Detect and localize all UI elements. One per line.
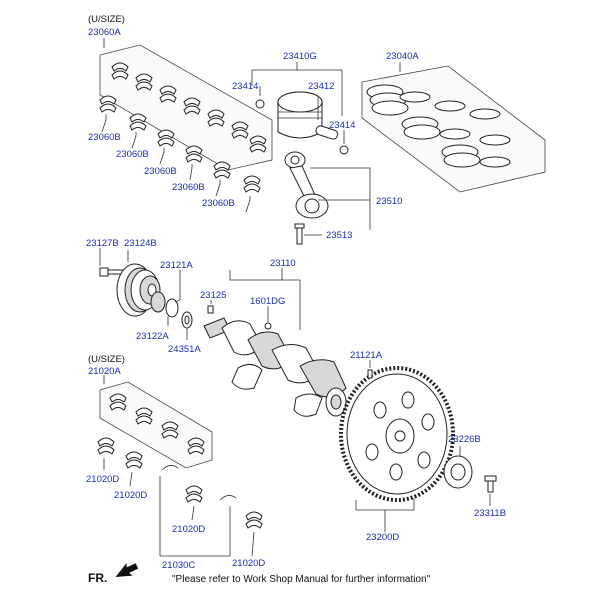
bolt-23311B — [484, 475, 497, 506]
label-24351A[interactable]: 24351A — [168, 344, 201, 355]
main-bearing-set-21020 — [97, 375, 263, 557]
bearing-tray-21020A — [99, 381, 213, 469]
snap-ring-23414-left — [255, 99, 265, 109]
label-23040A[interactable]: 23040A — [386, 51, 419, 62]
crankshaft-23110 — [203, 268, 347, 417]
label-21020D-3[interactable]: 21020D — [172, 524, 205, 535]
connecting-rod-23510 — [284, 151, 371, 245]
label-21030C[interactable]: 21030C — [162, 560, 195, 571]
label-23127B[interactable]: 23127B — [86, 238, 119, 249]
label-23060B-5[interactable]: 23060B — [202, 198, 235, 209]
label-23110[interactable]: 23110 — [270, 258, 296, 269]
front-arrow-icon — [115, 562, 139, 577]
label-23121A[interactable]: 23121A — [160, 260, 193, 271]
label-23510[interactable]: 23510 — [376, 196, 402, 207]
label-23125[interactable]: 23125 — [200, 290, 226, 301]
piston-ring-set-23040A — [361, 62, 546, 193]
label-23226B[interactable]: 23226B — [448, 434, 481, 445]
piston-assembly — [251, 62, 349, 155]
upper-bearing-set-23060 — [99, 38, 273, 213]
front-indicator-label: FR. — [88, 571, 107, 585]
rod-bolt-23513 — [294, 223, 305, 245]
label-21020D-4[interactable]: 21020D — [232, 558, 265, 569]
label-1601DG[interactable]: 1601DG — [250, 296, 285, 307]
label-23414-a[interactable]: 23414 — [232, 81, 258, 92]
crank-sprocket-23121A — [150, 291, 166, 313]
label-23122A[interactable]: 23122A — [136, 331, 169, 342]
label-21020D-2[interactable]: 21020D — [114, 490, 147, 501]
label-23124B[interactable]: 23124B — [124, 238, 157, 249]
bearing-shells-23060B — [99, 95, 261, 193]
bearing-shells-row1 — [111, 62, 267, 153]
label-21121A[interactable]: 21121A — [350, 350, 383, 361]
label-23060B-1[interactable]: 23060B — [88, 132, 121, 143]
snap-ring-23414-right — [339, 145, 349, 155]
label-21020D-1[interactable]: 21020D — [86, 474, 119, 485]
label-23513[interactable]: 23513 — [326, 230, 352, 241]
bolt-21121A — [367, 369, 373, 379]
seal-23122A — [165, 298, 179, 318]
pulley-damper-group — [99, 248, 193, 340]
label-23412[interactable]: 23412 — [308, 81, 334, 92]
label-23311B[interactable]: 23311B — [474, 508, 506, 519]
label-usize-top: (U/SIZE) — [88, 14, 125, 25]
piston-pin-23412 — [315, 125, 339, 140]
label-21020A[interactable]: 21020A — [88, 366, 121, 377]
label-23060A[interactable]: 23060A — [88, 27, 121, 38]
label-23200D[interactable]: 23200D — [366, 532, 399, 543]
thrust-washer-21030C-b — [219, 495, 237, 501]
drive-plate-23200D — [339, 360, 455, 532]
label-23060B-2[interactable]: 23060B — [116, 149, 149, 160]
label-23060B-4[interactable]: 23060B — [172, 182, 205, 193]
label-23410G[interactable]: 23410G — [283, 51, 317, 62]
thrust-washer-21030C-a — [161, 465, 179, 471]
dowel-1601DG — [264, 322, 272, 330]
label-usize-bottom: (U/SIZE) — [88, 354, 125, 365]
workshop-manual-note: "Please refer to Work Shop Manual for fu… — [172, 574, 431, 585]
plate-23226B — [443, 446, 473, 489]
key-23125 — [207, 305, 214, 314]
label-23060B-3[interactable]: 23060B — [144, 166, 177, 177]
label-23414-b[interactable]: 23414 — [329, 120, 355, 131]
